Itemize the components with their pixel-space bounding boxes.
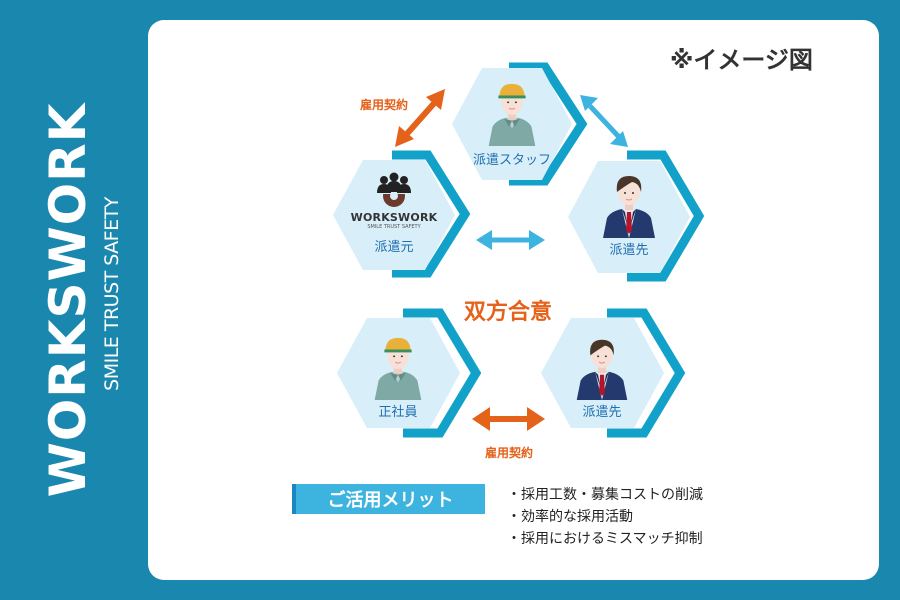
node-dispatcher xyxy=(333,150,471,278)
hex-bracket xyxy=(607,308,686,438)
image-note: ※イメージ図 xyxy=(670,46,813,74)
arrow-dispatcher-client xyxy=(476,230,545,250)
merit-item: ・効率的な採用活動 xyxy=(507,509,633,525)
node-employee xyxy=(337,308,482,438)
node-staff xyxy=(452,62,588,186)
hex-bracket xyxy=(627,150,705,282)
hex-bracket xyxy=(403,308,482,438)
mutual-agreement-label: 双方合意 xyxy=(463,300,553,325)
node-label-dispatcher: 派遣元 xyxy=(374,240,414,255)
arrow-staff-client xyxy=(580,95,628,147)
arrow-label-employment-bottom: 雇用契約 xyxy=(484,446,534,460)
arrow-dispatcher-staff xyxy=(395,89,445,147)
merit-item: ・採用におけるミスマッチ抑制 xyxy=(507,531,703,547)
logo-wordmark: WORKSWORK xyxy=(350,211,438,224)
node-label-client-bottom: 派遣先 xyxy=(582,405,622,420)
arrow-label-employment-top: 雇用契約 xyxy=(359,98,409,112)
hex-bracket xyxy=(392,150,471,278)
hex-bracket xyxy=(509,62,588,186)
merit-item: ・採用工数・募集コストの削減 xyxy=(507,487,703,503)
merits-title-badge: ご活用メリット xyxy=(292,484,485,514)
hex-shape xyxy=(333,160,455,270)
arrow-employment-bottom xyxy=(472,407,545,431)
node-label-client-top: 派遣先 xyxy=(609,243,649,258)
merits-list: ・採用工数・募集コストの削減 ・効率的な採用活動 ・採用におけるミスマッチ抑制 xyxy=(507,484,703,550)
node-label-employee: 正社員 xyxy=(378,405,418,420)
logo-tagline: SMILE TRUST SAFETY xyxy=(367,224,421,230)
node-label-staff: 派遣スタッフ xyxy=(472,153,552,168)
node-client-bottom xyxy=(541,308,686,438)
node-client-top xyxy=(568,150,705,282)
workswork-logo-icon xyxy=(377,172,411,207)
